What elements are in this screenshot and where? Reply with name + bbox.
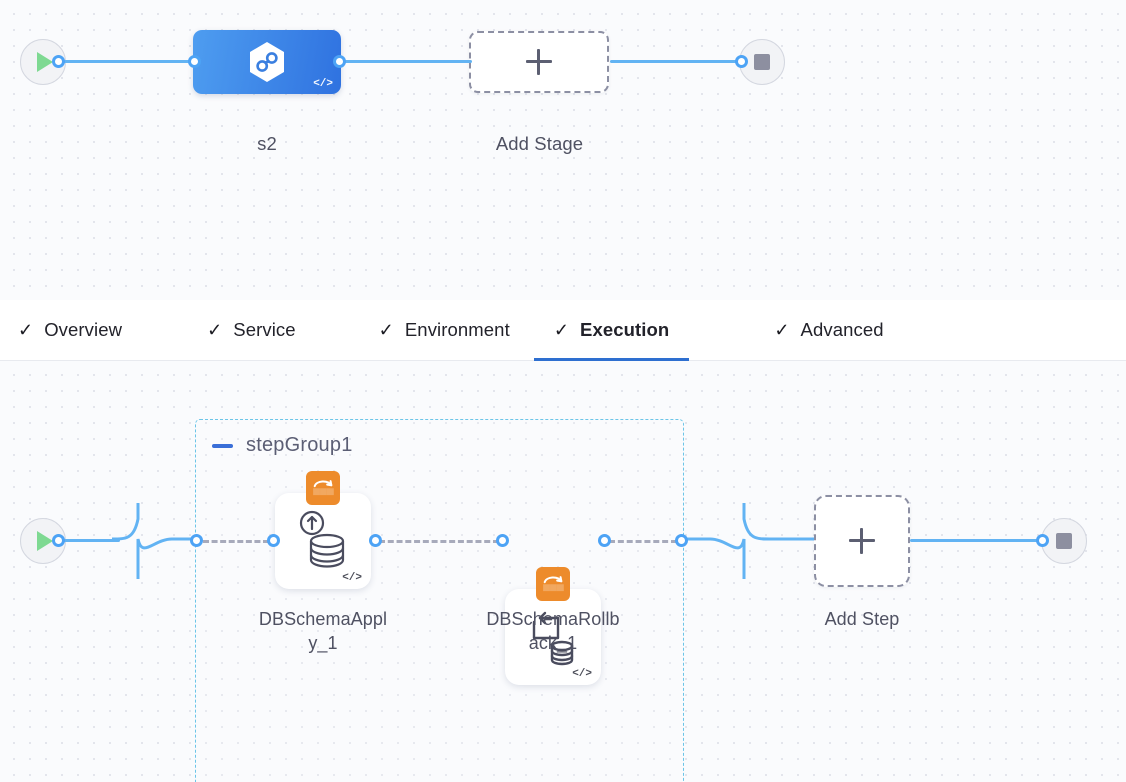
step-node-dbschemaapply[interactable]: </> [275, 471, 371, 589]
merge-connector-right [682, 503, 814, 579]
step-2-label-line2: ack_1 [528, 632, 578, 653]
play-icon [37, 52, 53, 72]
check-icon: ✓ [774, 320, 790, 340]
plus-icon [526, 49, 552, 75]
stage-end-node[interactable] [739, 39, 785, 85]
tab-service[interactable]: ✓ Service [207, 300, 296, 361]
stage-s2-input-port[interactable] [188, 55, 201, 68]
stage-link-add-to-end [610, 60, 745, 63]
stage-link-s2-to-add [339, 60, 472, 63]
add-stage-label: Add Stage [495, 133, 584, 154]
code-icon[interactable]: </> [313, 78, 333, 90]
stage-end-port[interactable] [735, 55, 748, 68]
check-icon: ✓ [207, 320, 223, 340]
tab-label: Advanced [800, 319, 884, 340]
step-1-label-line1: DBSchemaAppl [258, 609, 388, 629]
tab-label: Service [233, 319, 296, 340]
step-2-output-port[interactable] [598, 534, 611, 547]
code-icon[interactable]: </> [342, 572, 362, 584]
add-step-button[interactable] [814, 495, 910, 587]
tab-execution[interactable]: ✓ Execution [533, 300, 690, 361]
tab-label: Execution [580, 319, 670, 340]
database-rollback-icon [532, 611, 574, 666]
execution-start-port[interactable] [52, 534, 65, 547]
execution-link-start [58, 539, 120, 542]
add-stage-button[interactable] [469, 31, 609, 93]
step-1-label-line2: y_1 [308, 632, 338, 653]
link-step-2-to-group-out [609, 540, 677, 543]
tab-overview[interactable]: ✓ Overview [18, 300, 122, 361]
step-1-label: DBSchemaAppl y_1 [241, 608, 405, 656]
stage-s2-output-port[interactable] [333, 55, 346, 68]
execution-link-add-to-end [910, 539, 1047, 542]
db-schema-badge-icon [536, 567, 570, 601]
play-icon [37, 531, 53, 551]
minus-icon[interactable] [212, 443, 233, 448]
split-connector-left [112, 503, 198, 579]
link-step-1-to-step-2 [379, 540, 499, 543]
check-icon: ✓ [378, 320, 394, 340]
step-group-input-port[interactable] [190, 534, 203, 547]
link-group-to-step-1 [203, 540, 269, 543]
stage-config-tabs[interactable]: ✓ Overview ✓ Service ✓ Environment ✓ Exe… [0, 300, 1126, 361]
check-icon: ✓ [553, 320, 570, 340]
add-step-label: Add Step [824, 609, 900, 629]
tab-label: Overview [44, 319, 123, 340]
step-node-dbschemarollback[interactable]: </> [505, 567, 601, 685]
step-group-container[interactable]: stepGroup1 [195, 419, 684, 782]
tab-environment[interactable]: ✓ Environment [379, 300, 510, 361]
stage-node-label: s2 [257, 133, 277, 154]
stage-node-s2[interactable]: </> [193, 30, 341, 94]
step-2-label-line1: DBSchemaRollb [486, 609, 620, 629]
database-upload-icon [299, 510, 345, 568]
stage-start-port[interactable] [52, 55, 65, 68]
step-2-label: DBSchemaRollb ack_1 [470, 608, 636, 656]
step-group-title: stepGroup1 [246, 434, 353, 456]
step-group-output-port[interactable] [675, 534, 688, 547]
stop-icon [1056, 533, 1072, 549]
tab-label: Environment [404, 319, 510, 340]
stage-canvas[interactable]: </> s2 Add Stage [0, 0, 1126, 300]
tab-advanced[interactable]: ✓ Advanced [774, 300, 883, 361]
check-icon: ✓ [18, 320, 34, 340]
execution-end-port[interactable] [1036, 534, 1049, 547]
execution-canvas[interactable]: stepGroup1 [0, 361, 1126, 782]
step-2-input-port[interactable] [496, 534, 509, 547]
step-1-input-port[interactable] [267, 534, 280, 547]
db-schema-badge-icon [306, 471, 340, 505]
step-1-output-port[interactable] [369, 534, 382, 547]
hexagon-infinity-icon [250, 42, 284, 82]
plus-icon [849, 528, 875, 554]
stop-icon [754, 54, 770, 70]
stage-link-start-to-s2 [58, 60, 200, 63]
code-icon[interactable]: </> [572, 668, 592, 680]
step-group-header[interactable]: stepGroup1 [212, 434, 353, 457]
